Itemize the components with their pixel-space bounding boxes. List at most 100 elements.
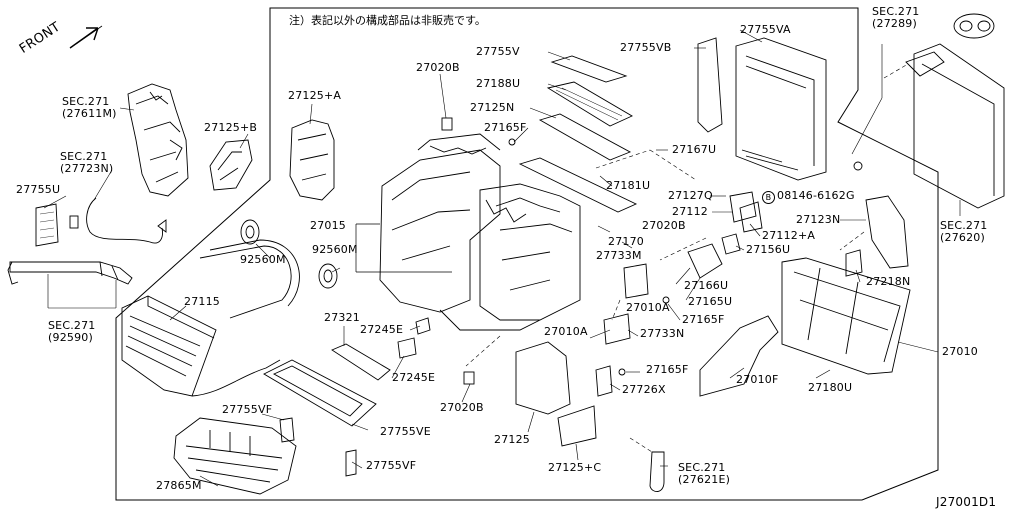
diagram-code: J27001D1 <box>936 495 997 509</box>
heater-case-27015 <box>379 133 581 331</box>
label-27125n: 27125N <box>470 101 515 114</box>
label-27180u: 27180U <box>808 381 853 394</box>
dashed-lines <box>465 63 909 367</box>
duct-27125 <box>515 341 571 415</box>
leader-lines <box>43 29 961 487</box>
module-27865m <box>173 417 297 495</box>
gasket-27755v <box>550 55 628 83</box>
actuator-27112 <box>729 191 757 223</box>
label-27321: 27321 <box>324 311 360 324</box>
label-sec271-27723n: SEC.271 (27723N) <box>60 151 113 175</box>
bolt-part-number: 08146-6162G <box>777 189 855 202</box>
label-27125a: 27125+A <box>288 89 342 102</box>
sec-ref: SEC.271 <box>678 461 726 474</box>
label-27165f-c: 27165F <box>646 363 689 376</box>
clip-27245e-b <box>397 337 417 359</box>
label-27010a: 27010A <box>626 301 670 314</box>
label-27123n: 27123N <box>796 213 841 226</box>
label-27733n: 27733N <box>640 327 685 340</box>
duct-27010f <box>699 315 779 397</box>
label-27755vf-a: 27755VF <box>222 403 273 416</box>
grille-27180u <box>781 257 911 375</box>
motor-27156u <box>721 233 741 255</box>
label-27125b: 27125+B <box>204 121 258 134</box>
bolt-symbol-icon: B <box>762 191 775 204</box>
sec-ref: SEC.271 <box>48 319 96 332</box>
duct-27611m <box>127 83 189 197</box>
label-27112a: 27112+A <box>762 229 816 242</box>
label-27020b-a: 27020B <box>416 61 460 74</box>
grommet-27289 <box>953 13 995 39</box>
label-27181u: 27181U <box>606 179 651 192</box>
label-27218n: 27218N <box>866 275 911 288</box>
label-sec271-27289: SEC.271 (27289) <box>872 6 920 30</box>
bracket-27123n <box>865 195 909 269</box>
clip-27218n <box>845 249 863 277</box>
part-27125c <box>557 405 597 447</box>
filter-27321 <box>331 343 391 381</box>
label-27755va: 27755VA <box>740 23 791 36</box>
label-27010a-b: 27010A <box>544 325 588 338</box>
clip-27020b-b <box>463 371 475 385</box>
heater-pipe <box>199 239 300 319</box>
label-27733m: 27733M <box>596 249 642 262</box>
part-27726x <box>595 365 613 397</box>
seal-27755vb <box>697 37 723 133</box>
screw-27165f-a <box>508 138 516 146</box>
label-27170: 27170 <box>608 235 644 248</box>
sec-part: (27611M) <box>62 107 117 120</box>
label-27726x: 27726X <box>622 383 666 396</box>
label-92560m-a: 92560M <box>240 253 286 266</box>
sec-part: (27620) <box>940 231 985 244</box>
sec-part: (27621E) <box>678 473 731 486</box>
sensor-27733n <box>603 313 631 345</box>
sec-ref: SEC.271 <box>872 5 920 18</box>
label-27020b-c: 27020B <box>440 401 484 414</box>
label-27755ve: 27755VE <box>380 425 431 438</box>
pad-27755u <box>35 203 59 247</box>
pad-27755vf-a <box>279 417 295 443</box>
label-27165u: 27165U <box>688 295 733 308</box>
heater-core-27115 <box>121 295 281 397</box>
label-92560m-b: 92560M <box>312 243 358 256</box>
grommet-92560m-b <box>318 263 338 289</box>
label-sec271-27621e: SEC.271 (27621E) <box>678 462 730 486</box>
label-27166u: 27166U <box>684 279 729 292</box>
label-27167u: 27167U <box>672 143 717 156</box>
pipe-92590 <box>7 261 133 285</box>
clip-27245e-a <box>415 317 431 335</box>
pad-27755vf-b <box>345 449 357 477</box>
label-27755vb: 27755VB <box>620 41 672 54</box>
valve-27289 <box>905 51 945 77</box>
strip-27181u <box>518 157 638 213</box>
front-arrow-icon <box>69 25 103 49</box>
sec-part: (92590) <box>48 331 93 344</box>
door-27188u <box>546 81 633 127</box>
label-27755u: 27755U <box>16 183 61 196</box>
bar-27125n <box>538 113 632 161</box>
clip-27020b-a <box>441 117 453 131</box>
label-27165f-a: 27165F <box>484 121 527 134</box>
harness-27723n <box>69 197 167 244</box>
label-27245e-b: 27245E <box>392 371 436 384</box>
label-27127q: 27127Q <box>668 189 713 202</box>
label-27188u: 27188U <box>476 77 521 90</box>
label-27245e-a: 27245E <box>360 323 404 336</box>
label-27112: 27112 <box>672 205 708 218</box>
non-sale-note: 注）表記以外の構成部品は非販売です。 <box>289 14 486 27</box>
seal-27755ve <box>263 359 377 427</box>
sec-ref: SEC.271 <box>62 95 110 108</box>
pipe-27621e <box>649 451 665 492</box>
part-27125b <box>209 139 253 191</box>
label-27010: 27010 <box>942 345 978 358</box>
evaporator-27620 <box>913 43 1005 209</box>
sec-ref: SEC.271 <box>940 219 988 232</box>
sensor-27733m <box>623 263 649 299</box>
link-27166u <box>687 243 723 279</box>
label-27865m: 27865M <box>156 479 202 492</box>
duct-27125a <box>289 119 335 201</box>
assembly-frame <box>115 7 939 501</box>
